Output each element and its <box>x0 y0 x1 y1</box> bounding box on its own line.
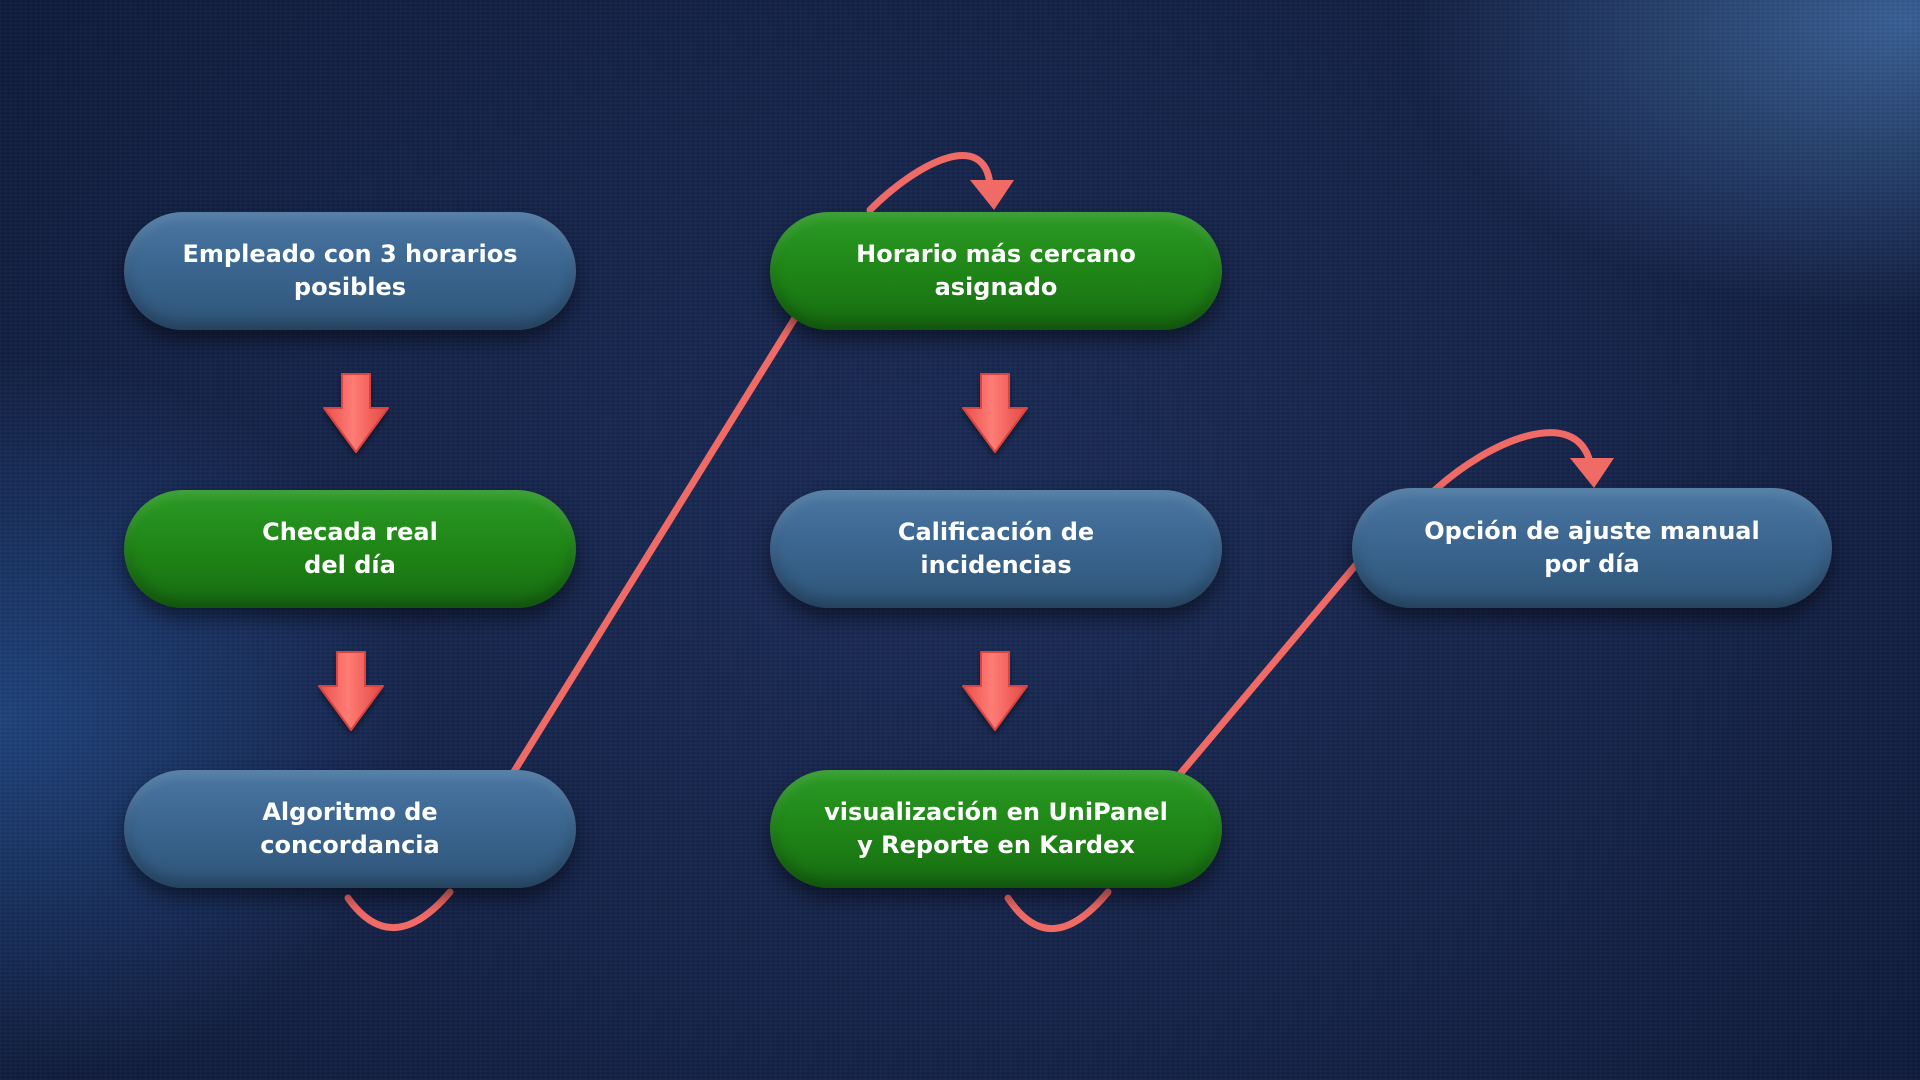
down-arrow-1 <box>323 373 389 453</box>
down-arrow-3 <box>962 373 1028 453</box>
node-algorithm: Algoritmo de concordancia <box>124 770 576 888</box>
connector-algorithm-to-schedule <box>344 152 994 932</box>
node-adjustment: Opción de ajuste manual por día <box>1352 488 1832 608</box>
node-employee: Empleado con 3 horarios posibles <box>124 212 576 330</box>
connector-arrowhead-adjustment <box>1570 458 1614 488</box>
connector-arrowhead-schedule <box>970 180 1014 210</box>
node-visualization: visualización en UniPanel y Reporte en K… <box>770 770 1222 888</box>
node-schedule: Horario más cercano asignado <box>770 212 1222 330</box>
node-check-in: Checada real del día <box>124 490 576 608</box>
down-arrow-4 <box>962 651 1028 731</box>
node-rating: Calificación de incidencias <box>770 490 1222 608</box>
connector-visualization-to-adjustment <box>1004 429 1594 933</box>
down-arrow-2 <box>318 651 384 731</box>
